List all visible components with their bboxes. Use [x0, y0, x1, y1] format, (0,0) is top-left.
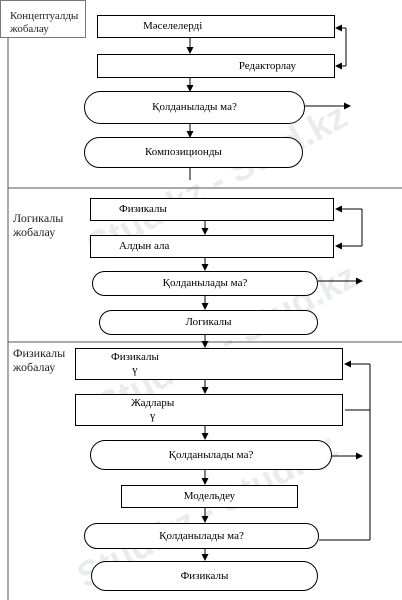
decision-check-1: Қолданылады ма?	[84, 91, 305, 124]
section-conceptual-box	[0, 0, 86, 38]
node-modelling: Модельдеу	[121, 485, 298, 508]
node-physical-mid: Физикалы ү	[75, 348, 343, 380]
decision-check-2: Қолданылады ма?	[92, 271, 318, 296]
node-logical: Логикалы	[99, 310, 318, 335]
section-label-logical: Логикалы жобалау	[13, 211, 64, 239]
node-composition: Композиционды	[84, 137, 303, 168]
node-physical-top: Физикалы	[90, 198, 334, 221]
section-label-conceptual: Концептуалды жобалау	[10, 10, 79, 35]
node-preview: Алдын ала	[90, 235, 334, 258]
node-physical-bottom: Физикалы	[91, 561, 318, 591]
node-analysis: Мәселелерді	[97, 15, 335, 38]
node-editing: Редакторлау	[97, 54, 335, 78]
decision-check-4: Қолданылады ма?	[84, 523, 319, 549]
section-label-physical: Физикалы жобалау	[13, 346, 66, 374]
node-data: Жадлары ү	[75, 394, 343, 426]
decision-check-3: Қолданылады ма?	[90, 440, 332, 470]
